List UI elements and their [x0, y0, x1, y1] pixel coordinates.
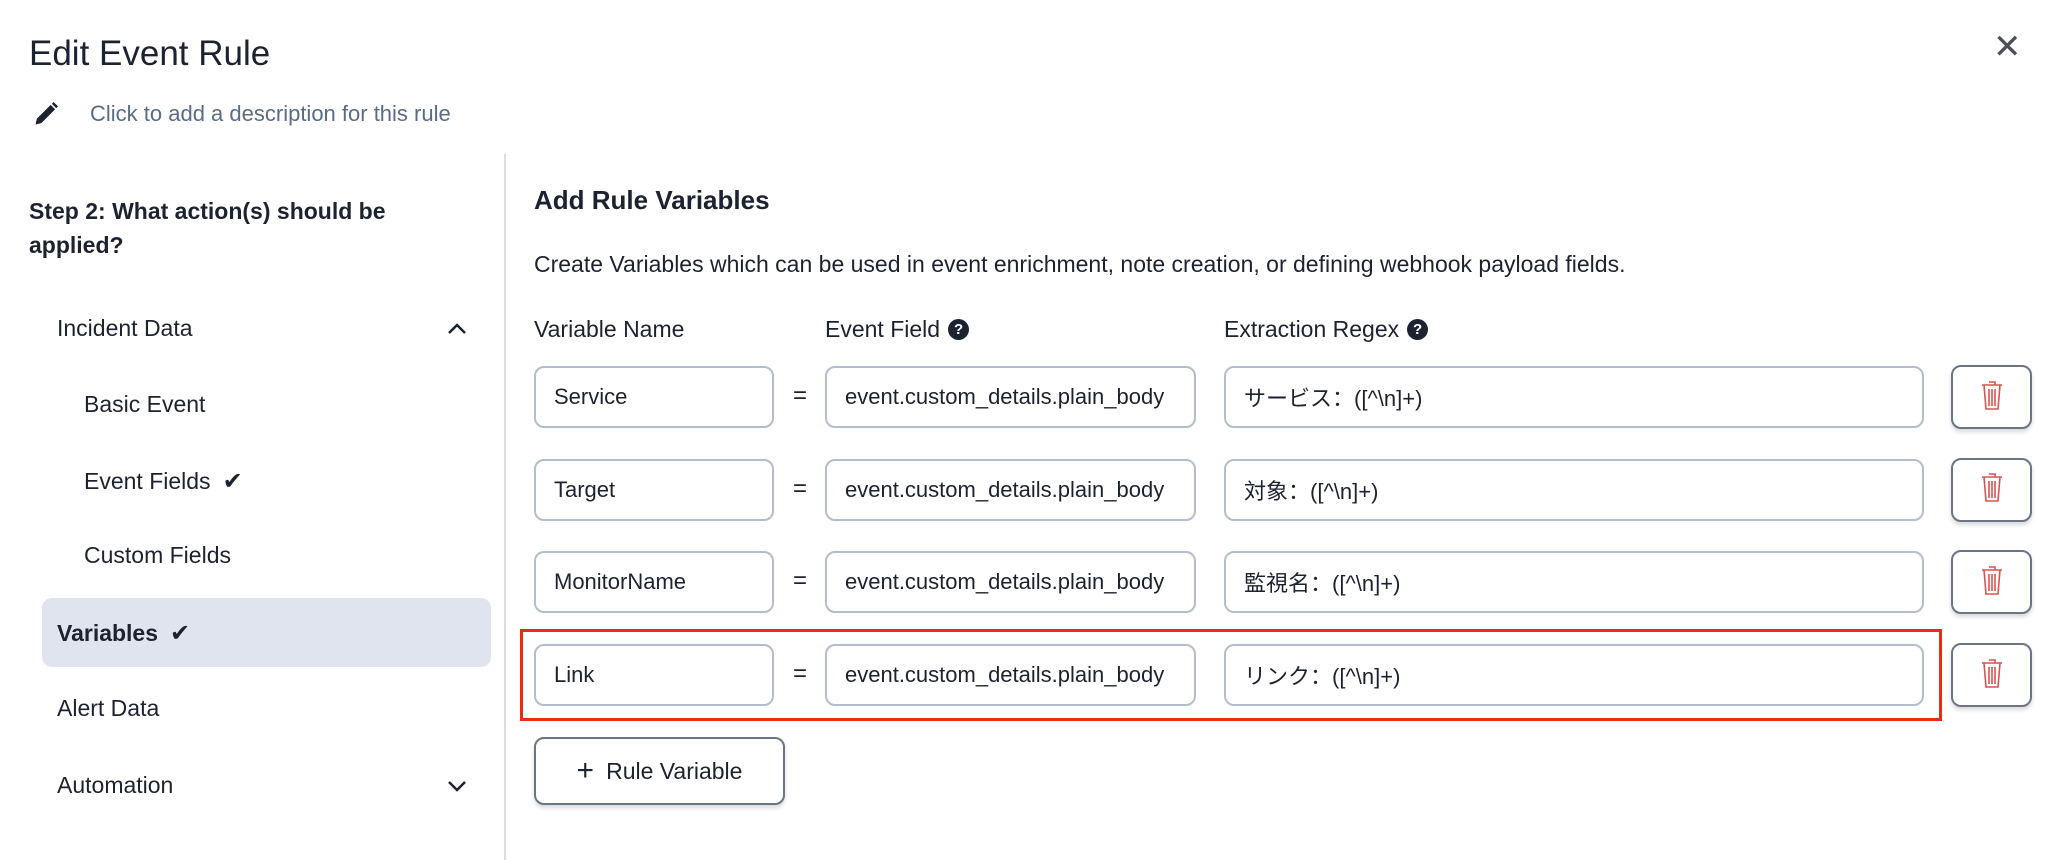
section-heading: Add Rule Variables — [534, 185, 770, 215]
pencil-icon[interactable] — [32, 100, 60, 128]
equals-sign: = — [793, 567, 808, 595]
description-input[interactable]: Click to add a description for this rule — [90, 101, 451, 126]
add-rule-variable-button[interactable]: + Rule Variable — [534, 737, 785, 805]
sidebar-item-variables[interactable]: Variables ✔ — [57, 619, 190, 648]
nav-label: Incident Data — [57, 315, 193, 341]
help-icon[interactable]: ? — [1407, 319, 1429, 340]
trash-icon — [1980, 564, 2004, 601]
equals-sign: = — [793, 382, 808, 409]
equals-sign: = — [793, 660, 808, 688]
variable-name-input[interactable]: Service — [534, 366, 774, 428]
equals-sign: = — [793, 474, 808, 502]
column-header-extraction-regex: Extraction Regex? — [1224, 316, 1429, 343]
sidebar-item-automation[interactable]: Automation — [57, 772, 173, 799]
trash-icon — [1980, 379, 2004, 416]
variable-name-input[interactable]: Target — [534, 458, 774, 521]
variable-name-input[interactable]: Link — [534, 644, 774, 707]
event-field-input[interactable]: event.custom_details.plain_body — [825, 366, 1196, 428]
delete-row-button[interactable] — [1951, 457, 2032, 522]
header-label: Extraction Regex — [1224, 316, 1400, 342]
sidebar-item-incident-data[interactable]: Incident Data — [57, 315, 193, 342]
checkmark-icon: ✔ — [222, 468, 243, 495]
column-header-event-field: Event Field? — [825, 316, 970, 343]
help-icon[interactable]: ? — [948, 319, 970, 340]
nav-label: Custom Fields — [84, 542, 231, 568]
trash-icon — [1980, 657, 2004, 694]
plus-icon: + — [576, 754, 595, 787]
header-label: Event Field — [825, 316, 941, 342]
event-field-input[interactable]: event.custom_details.plain_body — [825, 551, 1196, 614]
delete-row-button[interactable] — [1951, 643, 2032, 708]
nav-label: Automation — [57, 772, 174, 798]
chevron-up-icon[interactable] — [445, 317, 469, 341]
step-title: Step 2: What action(s) should be applied… — [29, 198, 386, 258]
highlight-box — [520, 629, 1942, 721]
close-icon[interactable]: ✕ — [1993, 28, 2022, 66]
event-field-input[interactable]: event.custom_details.plain_body — [825, 458, 1196, 521]
extraction-regex-input[interactable]: リンク：([^\n]+) — [1224, 644, 1924, 707]
sidebar-item-event-fields[interactable]: Event Fields ✔ — [84, 467, 243, 496]
delete-row-button[interactable] — [1951, 365, 2032, 429]
divider — [504, 154, 506, 860]
sidebar-item-custom-fields[interactable]: Custom Fields — [84, 542, 231, 569]
event-field-input[interactable]: event.custom_details.plain_body — [825, 644, 1196, 707]
variable-name-input[interactable]: MonitorName — [534, 551, 774, 614]
active-nav-highlight — [42, 598, 491, 667]
extraction-regex-input[interactable]: 監視名：([^\n]+) — [1224, 551, 1924, 614]
chevron-down-icon[interactable] — [445, 774, 469, 798]
delete-row-button[interactable] — [1951, 550, 2032, 615]
nav-label: Variables — [57, 620, 159, 646]
column-header-variable-name: Variable Name — [534, 316, 684, 343]
checkmark-icon: ✔ — [170, 620, 191, 647]
button-label: Rule Variable — [606, 757, 743, 784]
page-title: Edit Event Rule — [29, 34, 271, 73]
nav-label: Event Fields — [84, 468, 211, 494]
nav-label: Alert Data — [57, 695, 160, 721]
section-description: Create Variables which can be used in ev… — [534, 251, 1626, 277]
extraction-regex-input[interactable]: 対象：([^\n]+) — [1224, 458, 1924, 521]
header-label: Variable Name — [534, 316, 685, 342]
extraction-regex-input[interactable]: サービス：([^\n]+) — [1224, 366, 1924, 428]
nav-label: Basic Event — [84, 391, 206, 417]
trash-icon — [1980, 471, 2004, 508]
sidebar-item-basic-event[interactable]: Basic Event — [84, 391, 205, 418]
sidebar-item-alert-data[interactable]: Alert Data — [57, 695, 159, 722]
